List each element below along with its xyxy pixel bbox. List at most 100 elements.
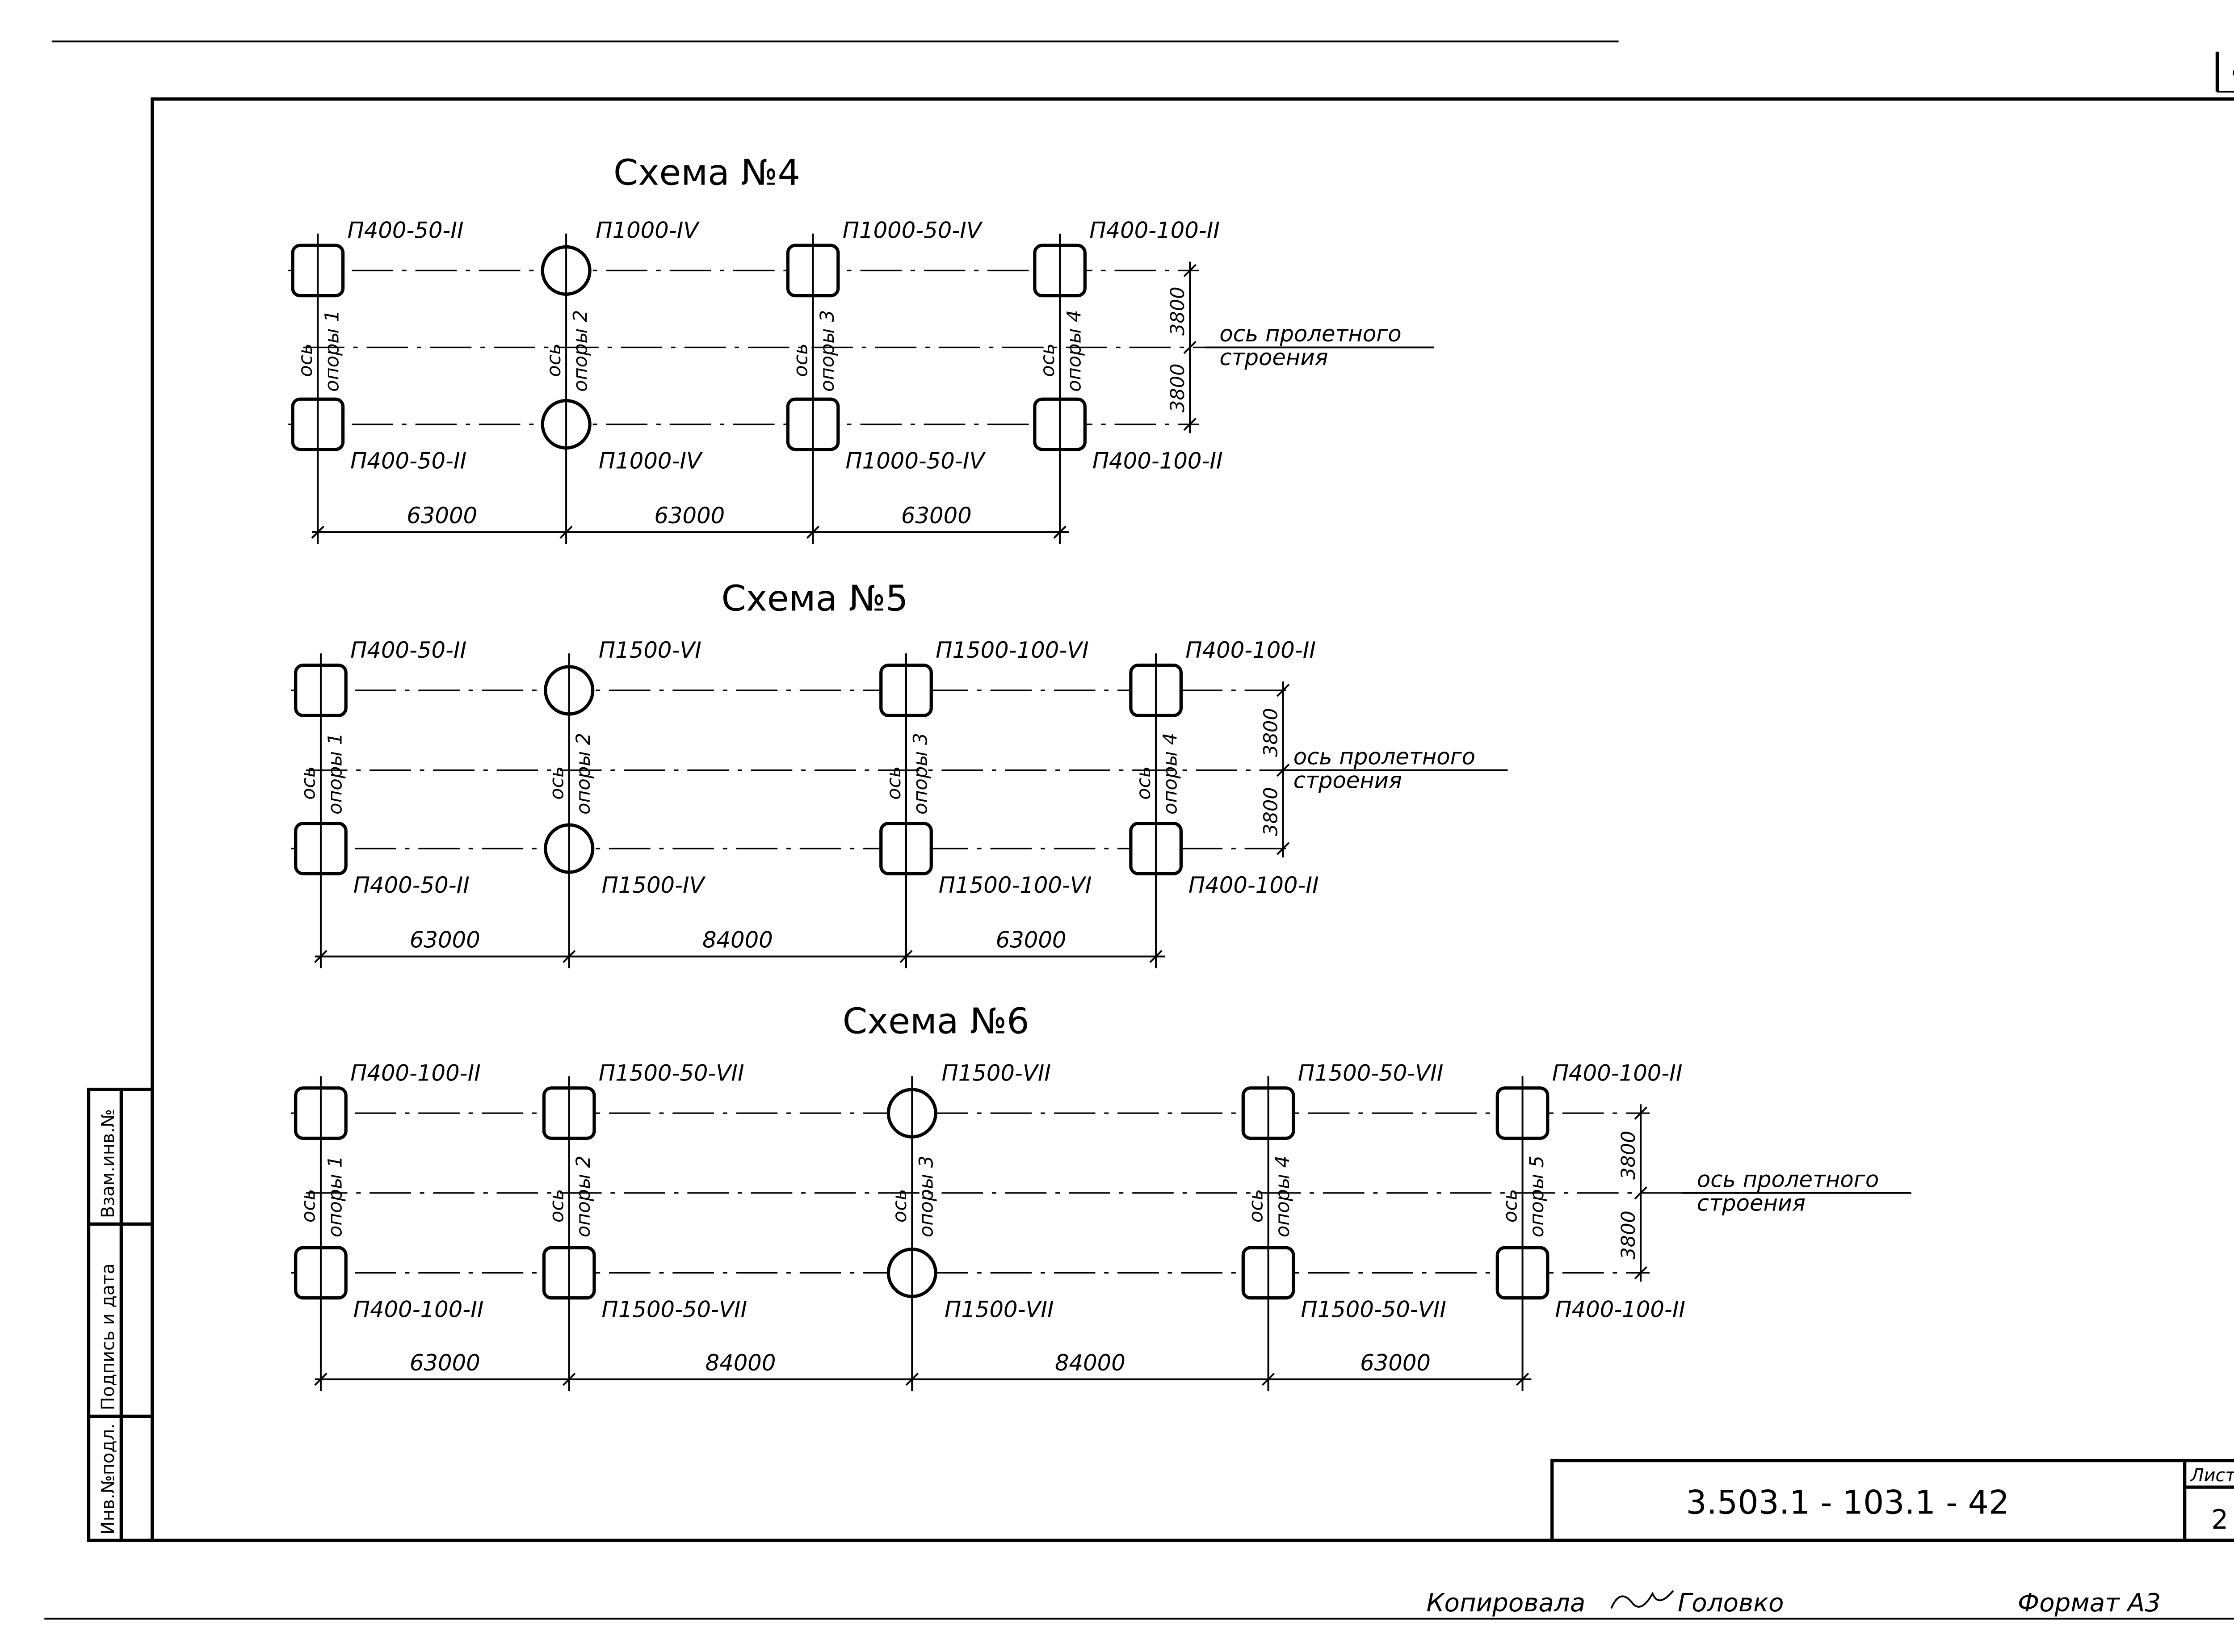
dimension-tick [1276, 763, 1290, 777]
pile-bottom-label: П400-50-II [350, 448, 466, 474]
scheme-title: Схема №4 [613, 152, 800, 193]
span-dimension-label: 63000 [901, 503, 972, 529]
support-axis-label: ось [298, 766, 320, 799]
support-axis-label: опоры 1 [324, 1156, 346, 1237]
dimension-tick [1183, 340, 1197, 354]
dimension-tick [1634, 1186, 1647, 1200]
support-axis-label: ось [1245, 1189, 1267, 1223]
pile-top-label: П400-100-II [1552, 1060, 1683, 1086]
pile-bottom-label: П400-100-II [1555, 1297, 1685, 1323]
title-block: 3.503.1 - 103.1 - 42 Лист 2 [1550, 1459, 2234, 1542]
pile-bottom-label: П400-50-II [353, 872, 470, 898]
dimension-tick [311, 525, 324, 539]
offset-dimension-label: 3800 [1167, 364, 1189, 412]
pile-bottom-label: П400-100-II [353, 1297, 484, 1323]
support-axis-label: опоры 2 [572, 1156, 595, 1237]
dimension-tick [1053, 525, 1067, 539]
sheet-number: 86 [2232, 56, 2234, 82]
pile-top-label: П400-100-II [350, 1060, 481, 1086]
dimension-tick [1634, 1266, 1647, 1280]
dimension-tick [1183, 417, 1197, 431]
pile-top-label: П1500-50-VII [1298, 1060, 1444, 1086]
dimension-tick [559, 525, 573, 539]
span-axis-label: строения [1293, 767, 1402, 793]
span-dimension-label: 63000 [410, 1350, 480, 1376]
dimension-tick [905, 1372, 919, 1386]
dimension-tick [1149, 950, 1163, 963]
span-dimension-label: 84000 [705, 1350, 776, 1376]
stamp-replacement-label: Взам.инв.№ [98, 1109, 118, 1218]
pile-top-label: П1500-VI [599, 637, 701, 663]
paper-format: Формат А3 [2018, 1589, 2161, 1618]
span-dimension-label: 63000 [654, 503, 725, 529]
dimension-tick [563, 1372, 576, 1386]
span-dimension-label: 63000 [1360, 1350, 1431, 1376]
span-axis-label: строения [1697, 1190, 1806, 1216]
support-axis-label: ось [298, 1189, 320, 1223]
stamp-inventory-label: Инв.№подл. [98, 1423, 118, 1534]
sheet-value: 2 [2211, 1505, 2228, 1535]
support-axis-label: опоры 1 [324, 733, 346, 815]
scheme-title: Схема №6 [843, 1000, 1029, 1042]
pile-bottom-label: П400-100-II [1188, 872, 1319, 898]
span-dimension-label: 84000 [1055, 1350, 1125, 1376]
support-axis-label: опоры 5 [1526, 1156, 1548, 1237]
support-axis-label: ось [1499, 1189, 1521, 1223]
offset-dimension-label: 3800 [1260, 708, 1282, 757]
span-axis-label: ось пролетного [1697, 1167, 1879, 1193]
pile-top-label: П400-50-II [347, 218, 463, 244]
span-dimension-label: 84000 [702, 927, 773, 953]
pile-bottom-label: П1500-IV [602, 872, 706, 898]
support-axis-label: опоры 3 [909, 733, 932, 815]
support-axis-label: ось [1133, 766, 1155, 799]
support-axis-label: ось [889, 1189, 911, 1223]
pile-top-label: П1500-100-VI [936, 637, 1089, 663]
copied-by-label: Копировала [1427, 1589, 1586, 1618]
copied-by-name: Головко [1678, 1589, 1784, 1618]
document-code: 3.503.1 - 103.1 - 42 [1686, 1484, 2010, 1522]
scheme-title: Схема №5 [721, 577, 908, 619]
dimension-tick [563, 950, 576, 963]
support-axis-label: опоры 4 [1063, 310, 1085, 392]
drawing-frame [151, 97, 2234, 1542]
copier-signature [1610, 1590, 1674, 1609]
dimension-tick [314, 1372, 328, 1386]
pile-bottom-label: П400-100-II [1092, 448, 1223, 474]
stamp-signature-label: Подпись и дата [98, 1263, 118, 1410]
pile-top-label: П1000-IV [596, 218, 700, 244]
pile-top-label: П400-100-II [1185, 637, 1316, 663]
support-axis-label: опоры 3 [816, 310, 839, 392]
span-axis-label: ось пролетного [1219, 321, 1401, 347]
dimension-tick [899, 950, 913, 963]
span-axis-label: строения [1219, 345, 1328, 370]
pile-bottom-label: П1500-VII [945, 1297, 1054, 1323]
support-axis-label: опоры 4 [1272, 1156, 1294, 1237]
pile-bottom-label: П1500-50-VII [602, 1297, 747, 1323]
dimension-tick [806, 525, 820, 539]
support-axis-label: опоры 2 [572, 733, 595, 815]
support-axis-label: ось [543, 343, 565, 377]
span-axis-label: ось пролетного [1293, 744, 1475, 769]
pile-bottom-label: П1000-IV [599, 448, 703, 474]
dimension-tick [1261, 1372, 1275, 1386]
pile-bottom-label: П1000-50-IV [845, 448, 986, 474]
support-axis-label: опоры 2 [569, 310, 592, 392]
span-dimension-label: 63000 [996, 927, 1067, 953]
dimension-tick [314, 950, 328, 963]
support-axis-label: ось [546, 766, 568, 799]
pile-bottom-label: П1500-50-VII [1301, 1297, 1446, 1323]
offset-dimension-label: 3800 [1617, 1211, 1640, 1259]
